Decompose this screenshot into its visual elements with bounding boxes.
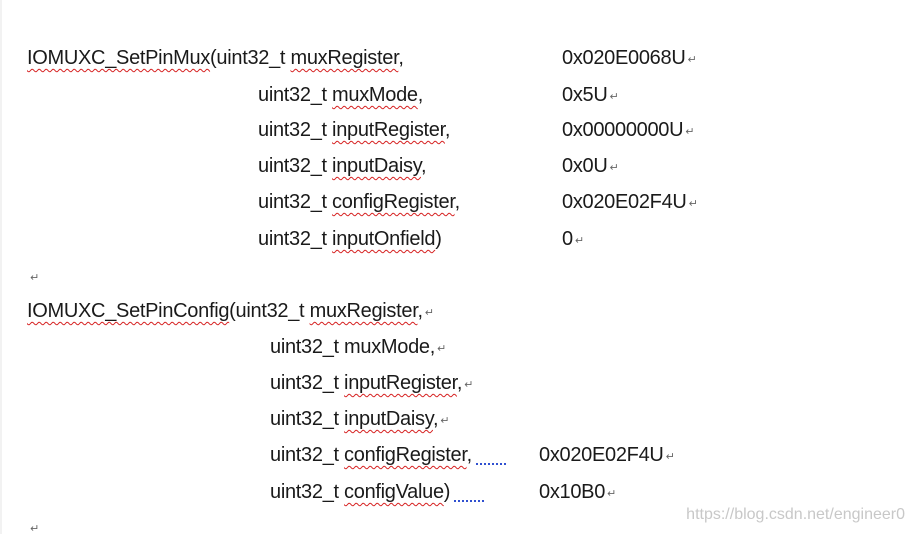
open-paren: (	[210, 47, 217, 69]
param-type: uint32_t	[270, 444, 339, 466]
param-separator: ,	[429, 336, 436, 358]
param-separator: ,	[432, 408, 439, 430]
return-mark-icon: ↵	[685, 126, 695, 138]
return-mark-icon: ↵	[609, 91, 619, 103]
code-line: uint32_t inputOnfield)	[258, 227, 442, 251]
code-line: uint32_t inputRegister,↵	[270, 371, 473, 397]
param-type: uint32_t	[270, 336, 339, 358]
param-name: inputDaisy	[332, 155, 421, 177]
param-separator: ,	[444, 119, 451, 141]
param-type: uint32_t	[258, 119, 327, 141]
param-name: muxRegister	[290, 47, 399, 69]
code-line: uint32_t configValue)	[270, 480, 485, 504]
code-line: uint32_t configRegister,	[270, 443, 506, 467]
grammar-mark	[475, 462, 506, 465]
return-mark-icon: ↵	[574, 235, 584, 247]
param-name: muxRegister	[309, 300, 418, 322]
return-mark-icon: ↵	[437, 343, 446, 355]
param-name: inputRegister	[332, 119, 445, 141]
param-value: 0x10B0↵	[539, 481, 616, 503]
open-paren: (	[229, 300, 236, 322]
param-value: 0x00000000U↵	[562, 119, 695, 141]
param-name: muxMode	[344, 336, 430, 358]
param-type: uint32_t	[270, 372, 339, 394]
return-mark-icon: ↵	[30, 272, 40, 284]
param-name: inputOnfield	[332, 228, 436, 250]
param-name: muxMode	[332, 84, 418, 106]
param-type: uint32_t	[270, 481, 339, 503]
page-edge	[0, 0, 2, 534]
return-mark-icon: ↵	[688, 198, 698, 210]
param-type: uint32_t	[235, 300, 305, 322]
return-mark-icon: ↵	[464, 379, 474, 391]
param-separator: ,	[456, 372, 463, 394]
param-separator: ,	[420, 155, 427, 177]
param-name: inputRegister	[344, 372, 457, 394]
return-mark-icon: ↵	[424, 307, 434, 319]
code-line: uint32_t muxMode,↵	[270, 335, 446, 361]
code-line: uint32_t configRegister,	[258, 190, 460, 214]
param-name: configRegister	[344, 444, 467, 466]
param-value: 0x020E02F4U↵	[539, 444, 675, 466]
code-line: uint32_t inputDaisy,	[258, 154, 427, 178]
param-type: uint32_t	[258, 155, 327, 177]
return-mark-icon: ↵	[30, 523, 40, 535]
param-type: uint32_t	[258, 191, 327, 213]
code-line: uint32_t inputDaisy,↵	[270, 407, 449, 433]
param-value: 0x020E02F4U↵	[562, 191, 698, 213]
code-line: uint32_t inputRegister,	[258, 118, 450, 142]
code-line: uint32_t muxMode,	[258, 83, 423, 107]
param-type: uint32_t	[258, 228, 327, 250]
param-separator: )	[443, 481, 451, 503]
return-mark-icon: ↵	[665, 451, 675, 463]
param-separator: ,	[417, 300, 423, 322]
param-name: configRegister	[332, 191, 455, 213]
param-separator: )	[435, 228, 442, 250]
param-type: uint32_t	[216, 47, 286, 69]
return-mark-icon: ↵	[607, 488, 616, 500]
param-separator: ,	[466, 444, 473, 466]
code-line: IOMUXC_SetPinConfig(uint32_t muxRegister…	[27, 299, 434, 325]
function-name: IOMUXC_SetPinConfig	[27, 300, 230, 322]
param-value: 0x0U↵	[562, 155, 619, 177]
return-mark-icon: ↵	[609, 162, 619, 174]
return-mark-icon: ↵	[687, 54, 697, 66]
param-value: 0x5U↵	[562, 84, 619, 106]
function-name: IOMUXC_SetPinMux	[27, 47, 211, 69]
param-name: inputDaisy	[344, 408, 433, 430]
param-value: 0↵	[562, 228, 584, 250]
grammar-mark	[454, 499, 485, 502]
param-separator: ,	[398, 47, 404, 69]
code-line: IOMUXC_SetPinMux(uint32_t muxRegister,	[27, 46, 404, 70]
param-type: uint32_t	[270, 408, 339, 430]
param-name: configValue	[344, 481, 444, 503]
return-mark-icon: ↵	[440, 415, 450, 427]
param-separator: ,	[417, 84, 424, 106]
param-value: 0x020E0068U↵	[562, 47, 697, 69]
param-separator: ,	[454, 191, 461, 213]
param-type: uint32_t	[258, 84, 327, 106]
watermark: https://blog.csdn.net/engineer0	[686, 506, 905, 523]
